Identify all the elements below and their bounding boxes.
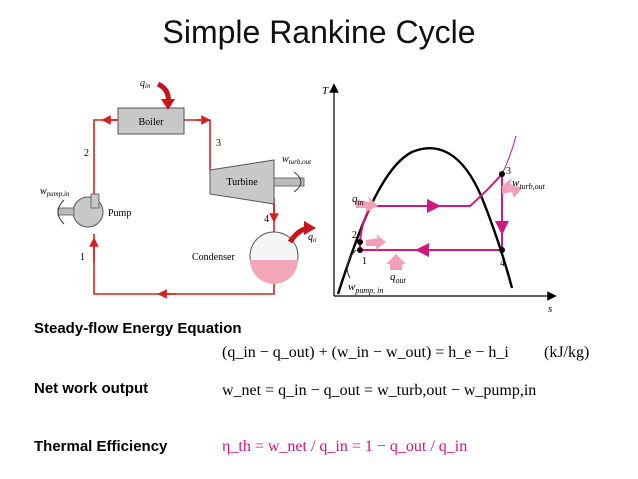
ts-diagram: T s 1 2 3 4 qin qout wturb,out wpump, in (322, 83, 557, 315)
ts-q-in-label: qin (352, 193, 364, 207)
t-axis-label: T (322, 85, 329, 97)
q-out-label: qo (308, 232, 317, 244)
flow-line-4-to-1 (93, 234, 275, 295)
thermal-efficiency-label: Thermal Efficiency (34, 438, 168, 455)
energy-units: (kJ/kg) (544, 344, 590, 361)
state-2-label: 2 (84, 148, 89, 159)
boiler-label: Boiler (139, 117, 165, 128)
ts-w-turb-label: wturb,out (512, 177, 546, 191)
net-work-label: Net work output (34, 380, 149, 397)
condenser-liquid (250, 260, 298, 284)
state-point-1 (357, 247, 363, 253)
boiler-box (117, 107, 185, 135)
energy-equation: (q_in − q_out) + (w_in − w_out) = h_e − … (222, 344, 509, 362)
energy-equation-text: (q_in − q_out) + (w_in − w_out) = h_e − … (222, 344, 509, 361)
ts-state-4-label: 4 (500, 258, 505, 269)
turbine-work-arrow (293, 171, 302, 193)
ts-q-out-label: qout (390, 271, 407, 285)
turbine-body (209, 159, 275, 205)
q-in-energy-arrow (356, 196, 378, 212)
state-point-4 (499, 247, 505, 253)
turbine-label: Turbine (226, 177, 258, 188)
state-3-label: 3 (216, 138, 221, 149)
ts-state-2-label: 2 (352, 230, 357, 241)
q-out-arrowhead (304, 221, 316, 235)
flow-line-2-to-3 (184, 119, 211, 170)
rankine-schematic: Boiler qin Turbine wturb,out Condenser q… (40, 78, 317, 299)
energy-equation-label: Steady-flow Energy Equation (34, 320, 242, 337)
page-title: Simple Rankine Cycle (162, 14, 476, 50)
pump-outlet (90, 193, 100, 209)
state-4-label: 4 (264, 214, 269, 225)
w-pump-curve (346, 249, 357, 279)
pump-work-arrow (57, 199, 65, 225)
pump-label: Pump (108, 208, 131, 219)
state-1-label: 1 (80, 252, 85, 263)
ts-state-1-label: 1 (362, 256, 367, 267)
w-turb-energy-arrow (502, 178, 522, 198)
state-point-2 (357, 239, 363, 245)
w-pump-energy-arrow (366, 234, 386, 250)
pump-shaft (57, 207, 75, 216)
q-in-label: qin (140, 78, 151, 90)
q-in-arrowhead (161, 99, 175, 110)
q-out-energy-arrow (386, 254, 406, 270)
thermal-efficiency-equation: η_th = w_net / q_in = 1 − q_out / q_in (222, 438, 468, 455)
net-work-equation: w_net = q_in − q_out = w_turb,out − w_pu… (222, 382, 537, 399)
ts-state-3-label: 3 (506, 166, 511, 177)
w-turb-label: wturb,out (282, 154, 312, 166)
turbine-shaft (273, 177, 305, 187)
state-point-3 (499, 171, 505, 177)
ts-w-pump-label: wpump, in (348, 281, 383, 295)
condenser-label: Condenser (192, 252, 235, 263)
s-axis-label: s (548, 303, 552, 315)
process-superheat-tail (501, 135, 517, 175)
w-pump-label: wpump,in (40, 186, 70, 198)
